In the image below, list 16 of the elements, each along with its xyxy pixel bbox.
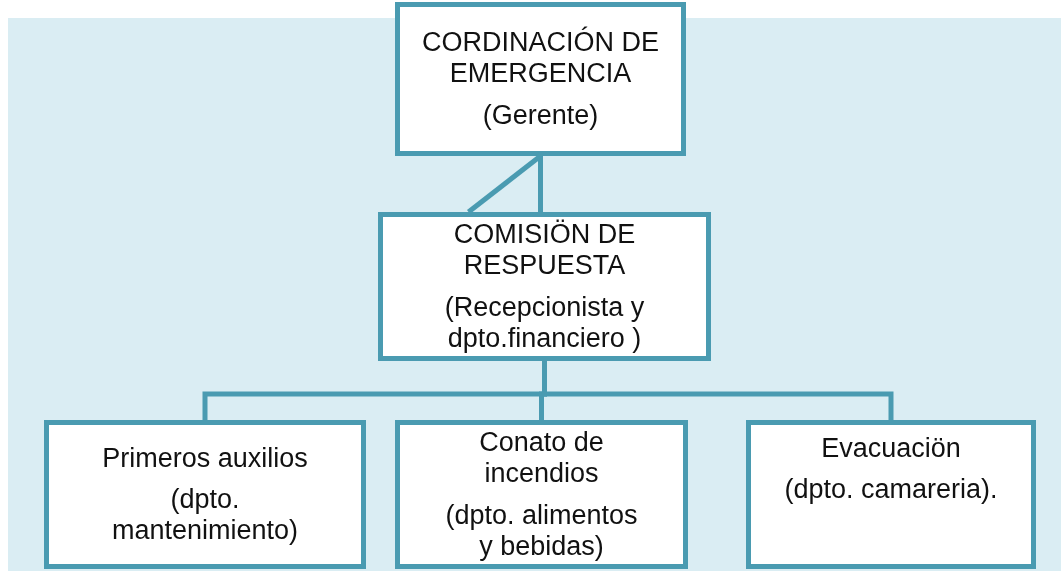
unit-members: (dpto. alimentos y bebidas) xyxy=(444,499,639,562)
unit-members: (dpto. camareria). xyxy=(784,474,998,506)
unit-name: COMISIÖN DE RESPUESTA xyxy=(452,219,637,282)
org-box xyxy=(746,420,1036,569)
unit-name: Conato de incendios xyxy=(478,427,605,490)
unit-members: (Gerente) xyxy=(482,99,599,131)
unit-members: (Recepcionista y dpto.financiero ) xyxy=(443,291,646,354)
unit-name: Primeros auxilios xyxy=(102,442,308,474)
org-box xyxy=(395,2,686,156)
org-box xyxy=(378,212,711,361)
unit-members: (dpto. mantenimiento) xyxy=(110,483,300,547)
unit-name: Evacuaciön xyxy=(821,433,961,465)
connector-line xyxy=(538,156,543,212)
org-box xyxy=(44,420,366,569)
unit-name: CORDINACIÓN DE EMERGENCIA xyxy=(421,27,660,90)
org-box xyxy=(395,420,688,569)
